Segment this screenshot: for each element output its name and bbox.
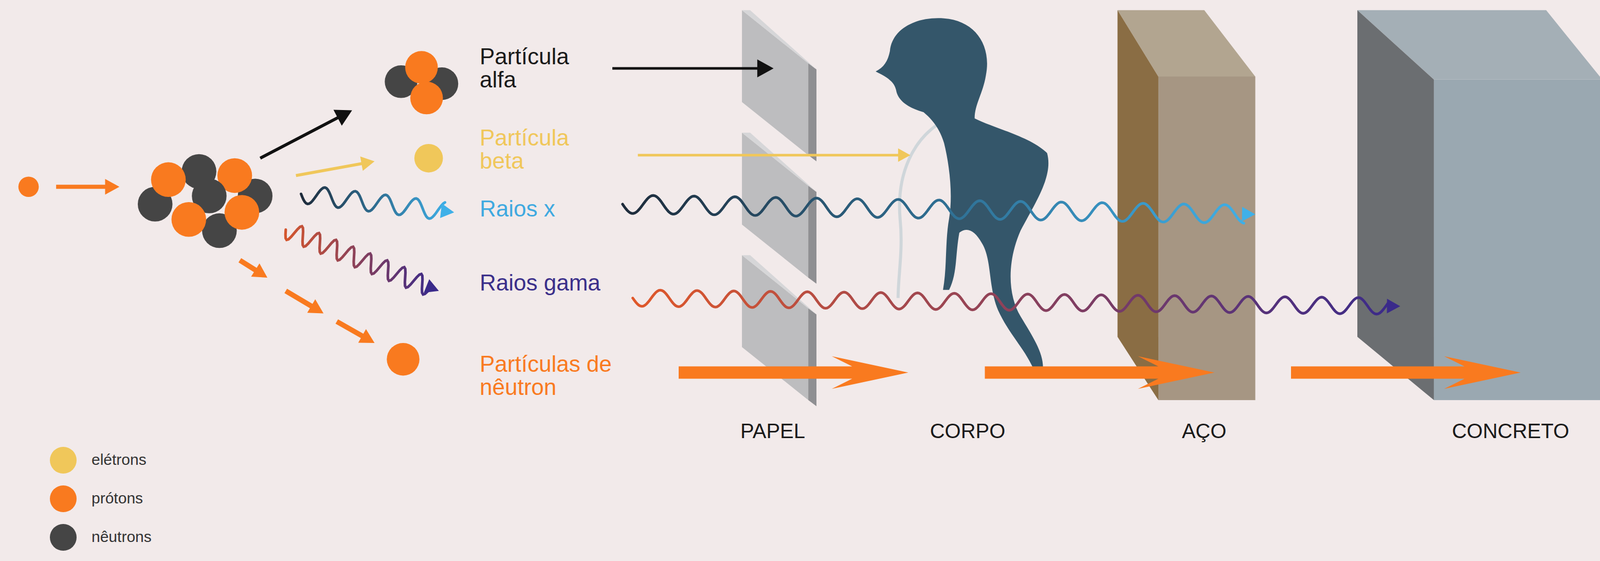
paper-sheet [741, 10, 809, 156]
radiation-label: Partícula beta [479, 126, 604, 173]
barrier-label: PAPEL [740, 420, 806, 442]
radiation-label: Partícula alfa [479, 45, 604, 92]
arrow-line [612, 67, 761, 70]
rays [285, 187, 1521, 390]
legend-swatch [49, 523, 77, 551]
nucleon [224, 194, 260, 230]
radiation-label: Raios gama [479, 271, 604, 295]
arrow-head [333, 110, 353, 126]
legend-swatch [49, 485, 77, 513]
arrow-head [1386, 298, 1400, 314]
arrow-head [898, 148, 911, 162]
arrow-line [56, 184, 108, 189]
incoming-particle [18, 176, 40, 197]
arrow-head [1242, 206, 1256, 222]
arrow-line [336, 321, 365, 338]
concrete-block [1357, 10, 1600, 400]
nucleon [410, 81, 444, 115]
neutron [386, 342, 420, 376]
legend-text: elétrons [91, 451, 147, 468]
scene [18, 10, 1600, 407]
particles [18, 50, 911, 376]
arrow-head [250, 263, 268, 278]
legend-swatch [49, 446, 77, 474]
paper-top [741, 132, 817, 192]
human-body [875, 17, 1049, 368]
paper-edge [808, 63, 817, 162]
legend-text: prótons [91, 490, 143, 506]
nucleon [405, 50, 439, 84]
neutron-arrow [985, 356, 1215, 390]
arrow-head [360, 156, 375, 171]
wave [632, 289, 1390, 315]
arrow-head [307, 299, 324, 314]
arrow-head [104, 178, 120, 195]
barrier-label: AÇO [1182, 420, 1227, 442]
concrete-front [1433, 79, 1600, 400]
nucleon [171, 202, 206, 237]
concrete-side [1357, 10, 1434, 400]
legend-text: nêutrons [91, 529, 152, 545]
paper-edge [808, 307, 817, 407]
barrier-label: CONCRETO [1451, 420, 1570, 442]
barrier-label: CORPO [930, 420, 1006, 442]
arrow-head [358, 329, 375, 343]
paper-top [741, 255, 817, 315]
arrow-line [239, 260, 258, 272]
body-outline [898, 120, 944, 298]
arrow-head [423, 279, 439, 293]
arrow-head [440, 203, 454, 218]
arrow-line [638, 153, 901, 157]
wave [301, 187, 446, 219]
neutron-arrow [678, 356, 909, 390]
steel-front [1158, 76, 1256, 400]
paper-top [741, 10, 817, 70]
arrow-line [285, 291, 314, 308]
arrow-line [296, 162, 365, 176]
arrow-head [757, 59, 774, 78]
electron [414, 143, 444, 173]
radiation-label: Raios x [479, 197, 634, 221]
nucleon [151, 162, 186, 197]
wave [285, 226, 428, 295]
wave [622, 195, 1244, 224]
radiation-label: Partículas de nêutron [479, 352, 615, 399]
neutron-arrow [1291, 356, 1521, 390]
arrow-line [260, 116, 341, 159]
body-silhouette [875, 17, 1049, 368]
